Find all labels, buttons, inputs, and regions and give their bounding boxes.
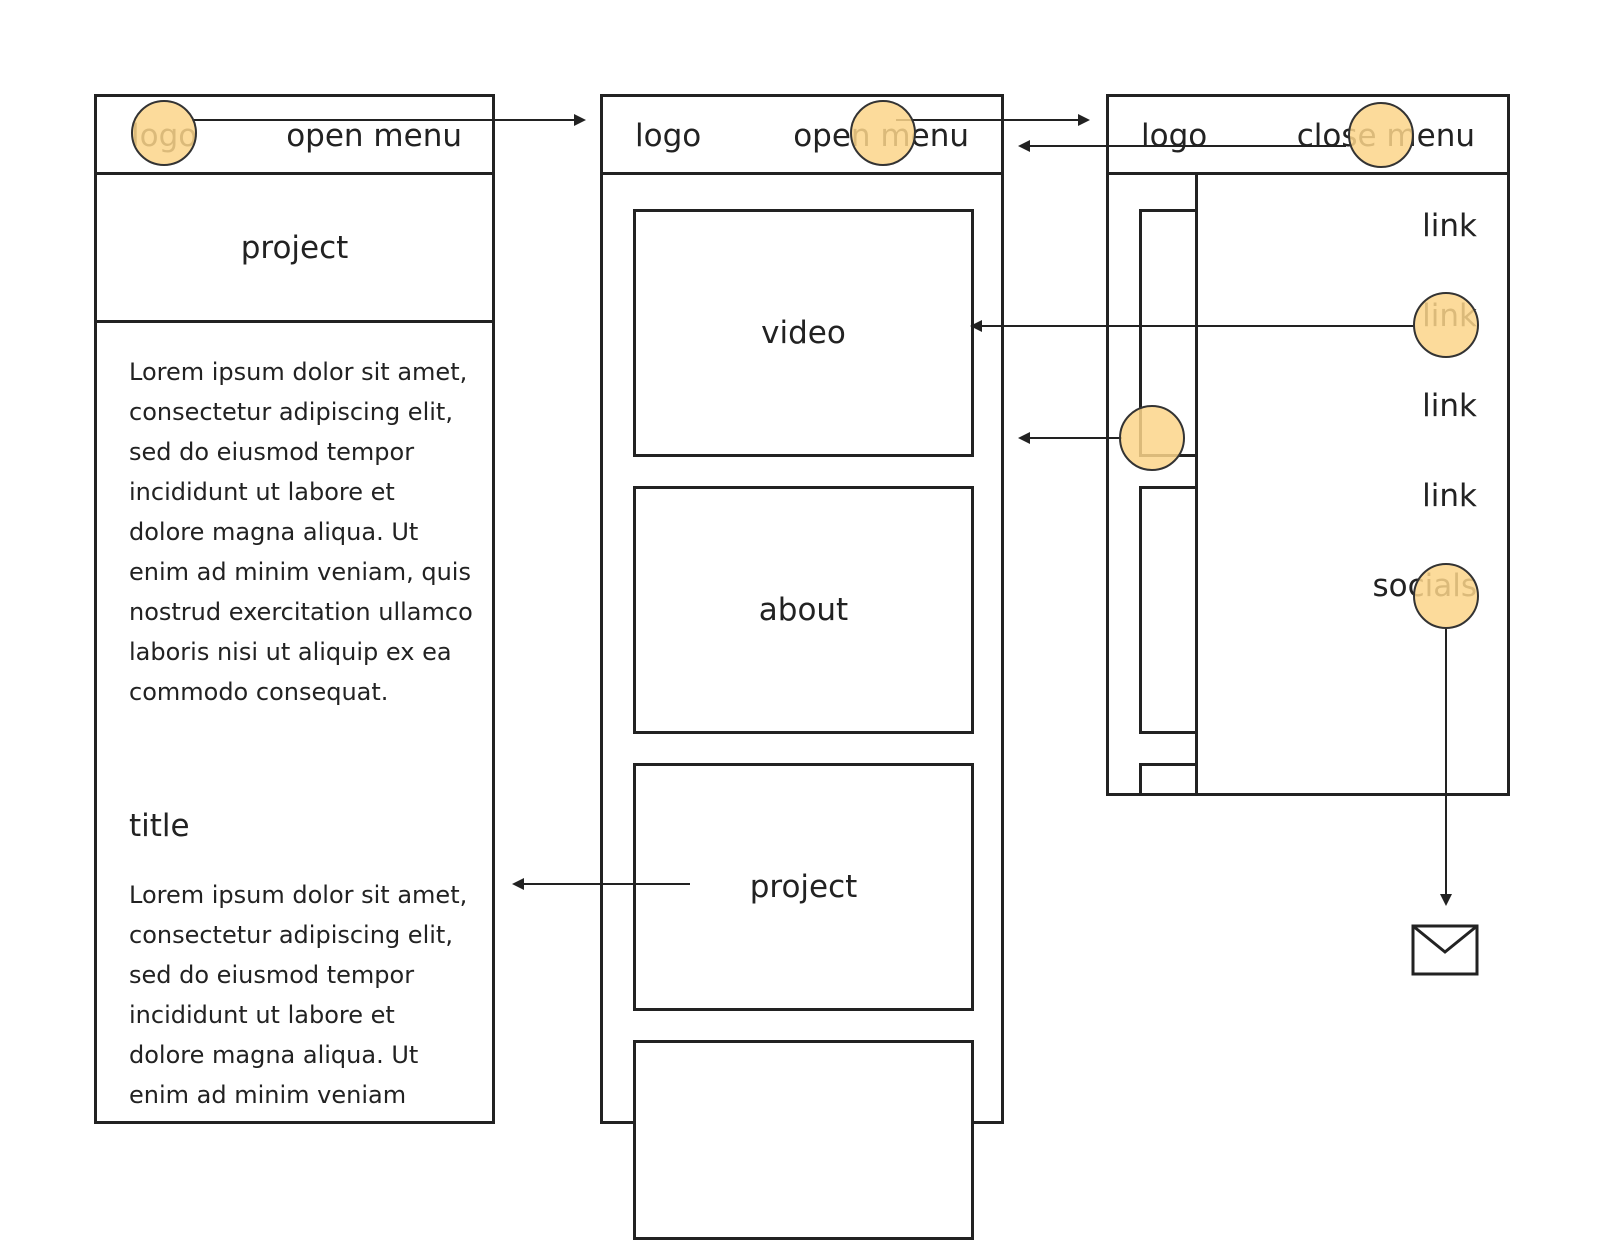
logo[interactable]: logo (1141, 118, 1208, 154)
body-paragraph-2: Lorem ipsum dolor sit amet, consectetur … (129, 881, 468, 1109)
tile-about-label: about (758, 592, 849, 628)
logo[interactable]: logo (131, 118, 198, 154)
tile-next[interactable] (633, 1040, 974, 1240)
menu-link-4[interactable]: link (1422, 478, 1477, 514)
header: logo open menu (603, 97, 1001, 175)
tile-project-label: project (749, 869, 858, 905)
wireframe-project-page: logo open menu project Lorem ipsum dolor… (94, 94, 495, 1124)
header: logo open menu (97, 97, 492, 175)
tile-project[interactable]: project (633, 763, 974, 1011)
menu-link-2[interactable]: link (1422, 298, 1477, 334)
menu-link-1[interactable]: link (1422, 208, 1477, 244)
logo[interactable]: logo (635, 118, 702, 154)
menu-drawer: link link link link socials (1195, 175, 1507, 793)
wireframe-home-page: logo open menu video about project (600, 94, 1004, 1240)
mail-icon[interactable] (1411, 924, 1481, 976)
project-hero: project (97, 175, 492, 323)
body-paragraph: Lorem ipsum dolor sit amet, consectetur … (129, 358, 473, 706)
close-menu-button[interactable]: close menu (1296, 118, 1475, 154)
menu-socials[interactable]: socials (1372, 568, 1477, 604)
project-hero-label: project (240, 229, 349, 266)
tile-video-label: video (761, 315, 846, 351)
header: logo close menu (1109, 97, 1507, 175)
tile-about[interactable]: about (633, 486, 974, 734)
open-menu-button[interactable]: open menu (286, 118, 462, 154)
tile-video[interactable]: video (633, 209, 974, 457)
section-title: title (129, 808, 190, 844)
wireframe-menu-open: logo close menu link link link link soci… (1106, 94, 1510, 796)
open-menu-button[interactable]: open menu (793, 118, 969, 154)
menu-link-3[interactable]: link (1422, 388, 1477, 424)
